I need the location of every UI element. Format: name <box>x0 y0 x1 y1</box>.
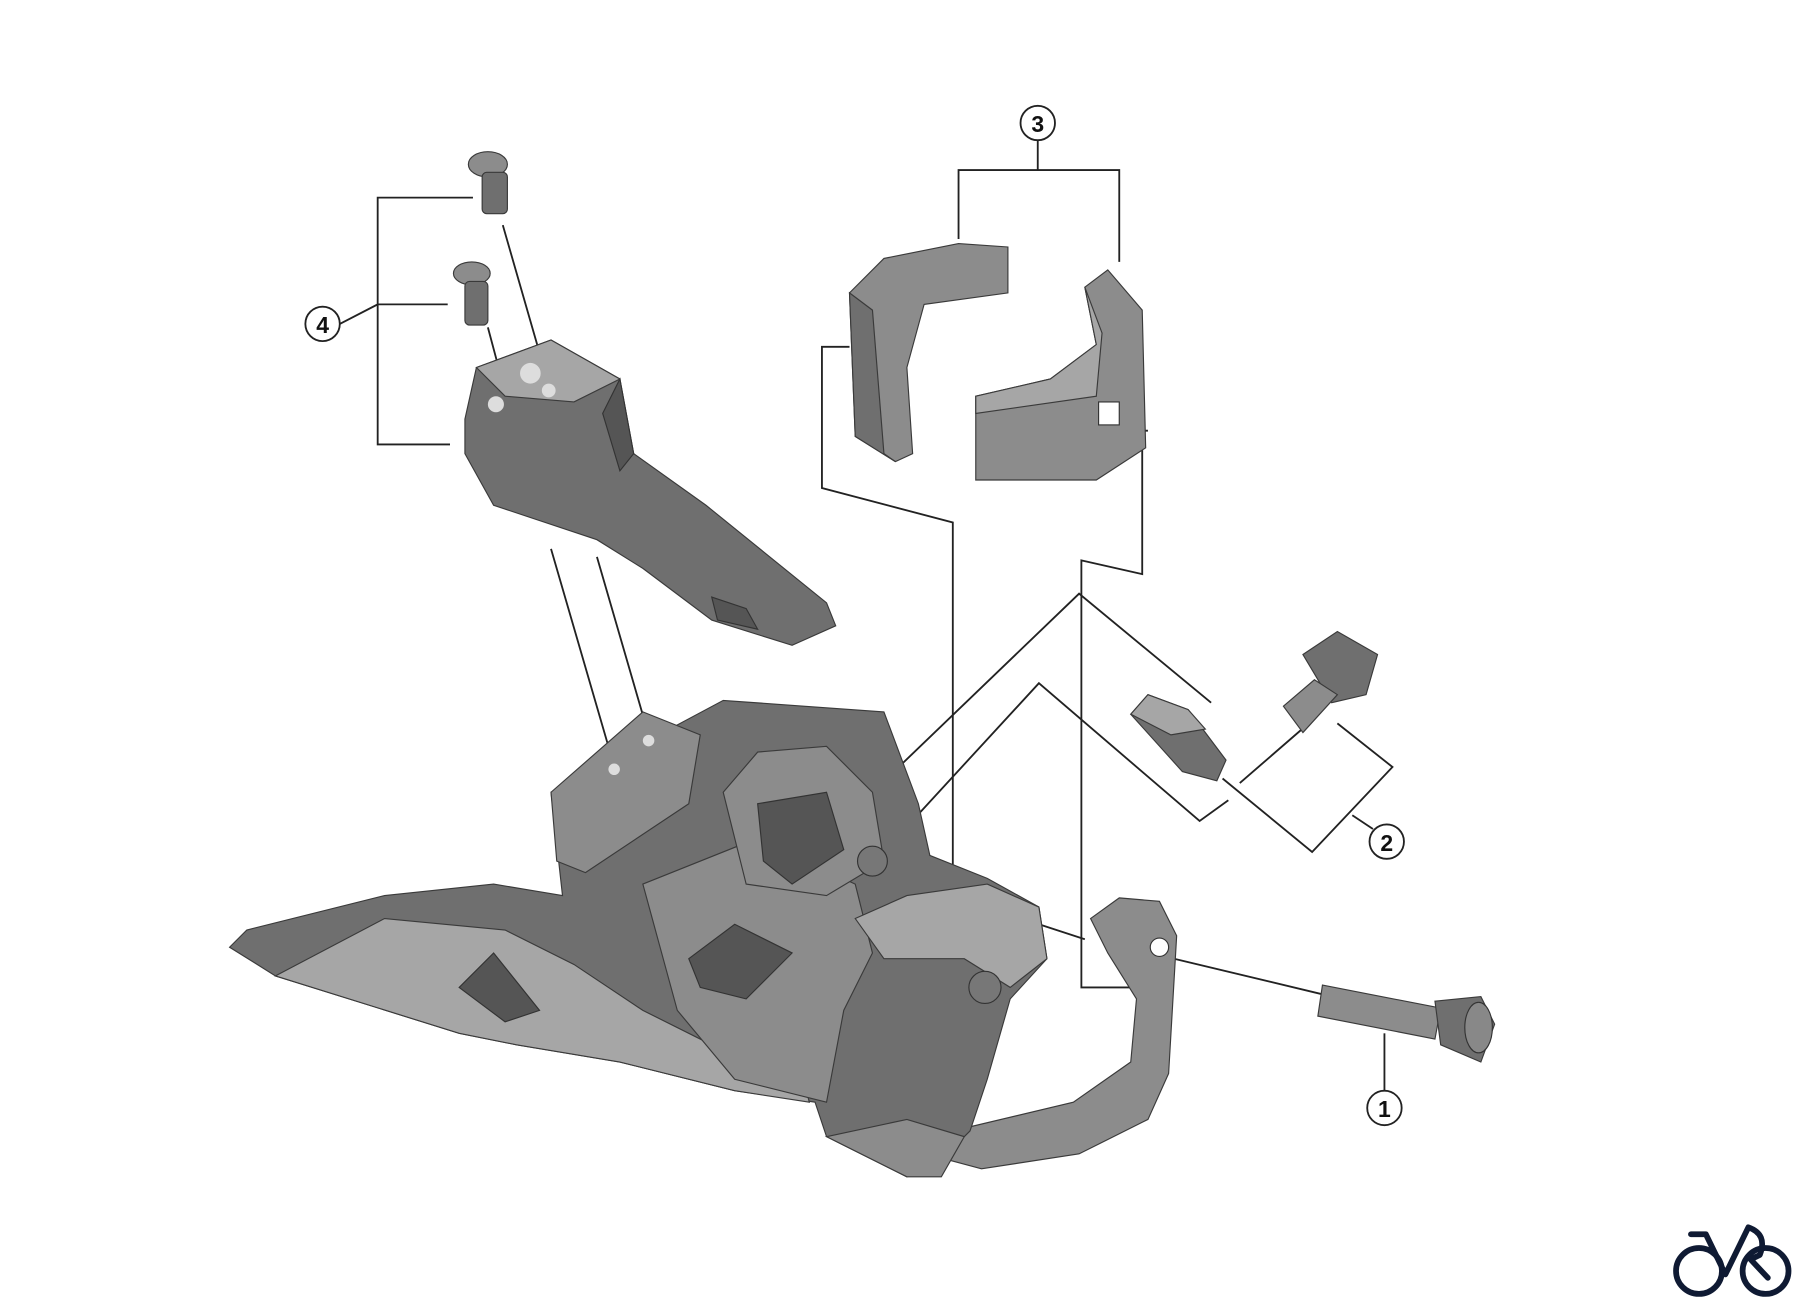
callout-4-label: 4 <box>316 312 329 338</box>
callout-2: 2 <box>1368 823 1405 860</box>
callout-3-label: 3 <box>1031 111 1044 137</box>
adjustment-bolt-and-nut <box>1129 630 1379 782</box>
front-derailleur-body <box>228 699 1048 1178</box>
clamp-band-halves <box>848 242 1147 481</box>
callout-2-label: 2 <box>1380 830 1393 856</box>
callout-1-label: 1 <box>1378 1096 1391 1122</box>
band-clamp <box>946 897 1178 1170</box>
callout-3: 3 <box>1019 104 1056 142</box>
bicycle-logo-icon <box>1673 1224 1792 1297</box>
callout-1: 1 <box>1366 1089 1403 1127</box>
cable-guide-plate <box>464 339 837 646</box>
fixing-bolt <box>1317 984 1496 1063</box>
callout-4: 4 <box>304 305 341 343</box>
guide-screws <box>452 151 508 326</box>
